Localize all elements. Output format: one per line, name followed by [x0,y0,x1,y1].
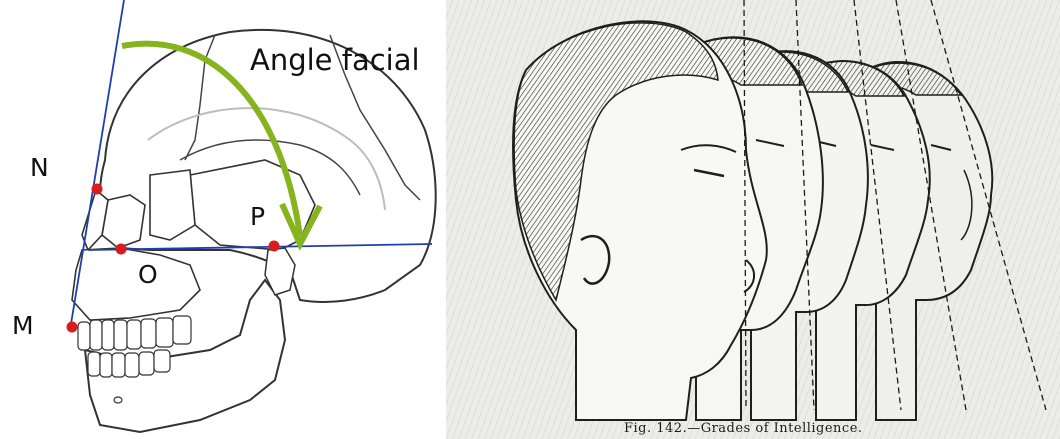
point-p-marker [269,241,280,252]
figure-caption: Fig. 142.—Grades of Intelligence. [624,421,863,436]
label-n: N [30,153,49,182]
label-m: M [12,311,34,340]
facial-angle-diagram: Angle facial N P O M [0,0,446,439]
orbit [102,195,145,248]
point-n-marker [92,184,103,195]
maxilla [72,248,200,320]
label-o: O [138,260,158,289]
point-o-marker [116,244,127,255]
sphenoid-bone [150,170,195,240]
grades-engraving: Fig. 142.—Grades of Intelligence. [446,0,1060,439]
label-p: P [250,202,265,231]
point-m-marker [67,322,78,333]
profiles-illustration: Fig. 142.—Grades of Intelligence. [446,0,1060,439]
nasal-bone [82,190,108,250]
upper-teeth [78,316,191,350]
diagram-title: Angle facial [250,43,420,77]
skull-illustration: Angle facial N P O M [0,0,446,439]
